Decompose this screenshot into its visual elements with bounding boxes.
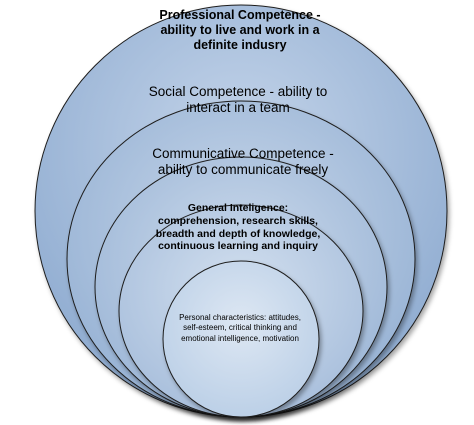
label-personal-characteristics: Personal characteristics: attitudes, sel… (179, 313, 301, 343)
label-general-intelligence: General Inteligence: comprehension, rese… (155, 202, 321, 253)
circle-personal (162, 260, 320, 418)
label-professional-competence: Professional Competence - ability to liv… (159, 8, 321, 52)
label-social-competence: Social Competence - ability to interact … (148, 84, 328, 115)
label-communicative-competence: Communicative Competence - ability to co… (152, 146, 334, 177)
